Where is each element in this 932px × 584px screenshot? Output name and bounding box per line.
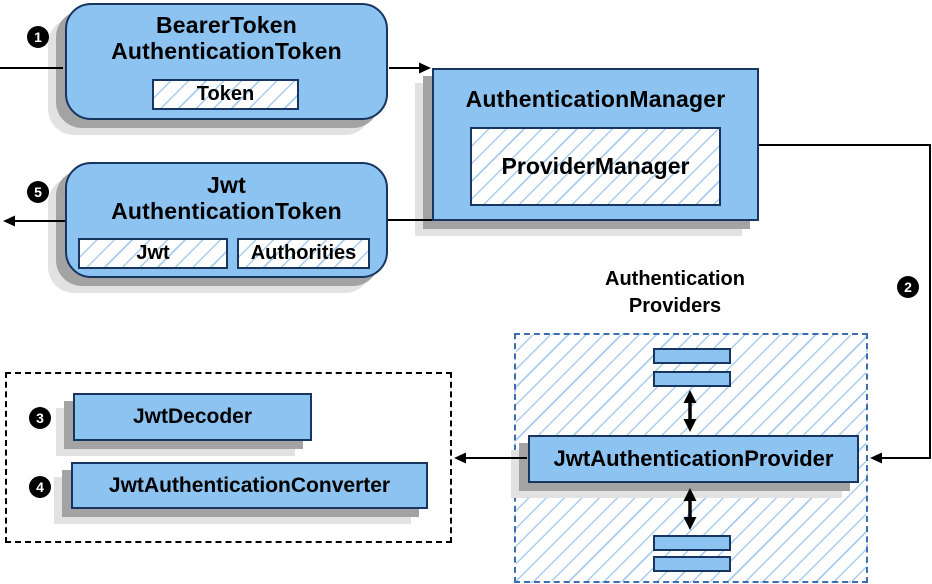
arrowhead-left-icon bbox=[870, 452, 882, 464]
authorities-field: Authorities bbox=[237, 238, 370, 269]
authentication-providers-group: JwtAuthenticationProvider bbox=[514, 333, 868, 583]
bearer-token-title-line2: AuthenticationToken bbox=[111, 38, 342, 64]
bearer-token-authentication-token-node: BearerToken AuthenticationToken Token bbox=[65, 3, 388, 120]
decoder-converter-group: JwtDecoder JwtAuthenticationConverter bbox=[5, 372, 452, 543]
step-5-badge: 5 bbox=[27, 181, 49, 203]
authentication-providers-label: Authentication Providers bbox=[570, 266, 780, 320]
bearer-token-title-line1: BearerToken bbox=[155, 12, 298, 38]
step-2-badge: 2 bbox=[897, 276, 919, 298]
jwt-token-node-title: Jwt AuthenticationToken bbox=[67, 164, 386, 224]
jwt-decoder-node: JwtDecoder bbox=[73, 393, 312, 441]
provider-slot-rect bbox=[653, 348, 731, 364]
jwt-authentication-provider-node: JwtAuthenticationProvider bbox=[528, 435, 859, 483]
token-field: Token bbox=[152, 79, 299, 110]
authentication-providers-label-line2: Providers bbox=[628, 295, 722, 317]
provider-manager-box: ProviderManager bbox=[470, 127, 721, 206]
provider-slot-rect bbox=[653, 371, 731, 387]
authentication-manager-title: AuthenticationManager bbox=[465, 86, 726, 112]
jwt-authentication-token-node: Jwt AuthenticationToken Jwt Authorities bbox=[65, 162, 388, 278]
authentication-manager-node: AuthenticationManager ProviderManager bbox=[432, 68, 759, 221]
jwt-field: Jwt bbox=[78, 238, 228, 269]
arrowhead-left-icon bbox=[3, 215, 15, 227]
step-3-badge: 3 bbox=[29, 407, 51, 429]
jwt-authentication-converter-node: JwtAuthenticationConverter bbox=[71, 462, 428, 509]
jwt-token-title-line1: Jwt bbox=[207, 172, 246, 198]
arrowhead-left-icon bbox=[454, 452, 466, 464]
provider-slot-rect bbox=[653, 556, 731, 572]
step-4-badge: 4 bbox=[29, 476, 51, 498]
jwt-token-title-line2: AuthenticationToken bbox=[111, 198, 342, 224]
bearer-token-node-title: BearerToken AuthenticationToken bbox=[67, 5, 386, 64]
provider-slot-rect bbox=[653, 535, 731, 551]
arrowhead-right-icon bbox=[419, 62, 431, 74]
authentication-providers-label-line1: Authentication bbox=[605, 268, 745, 290]
step-1-badge: 1 bbox=[27, 26, 49, 48]
